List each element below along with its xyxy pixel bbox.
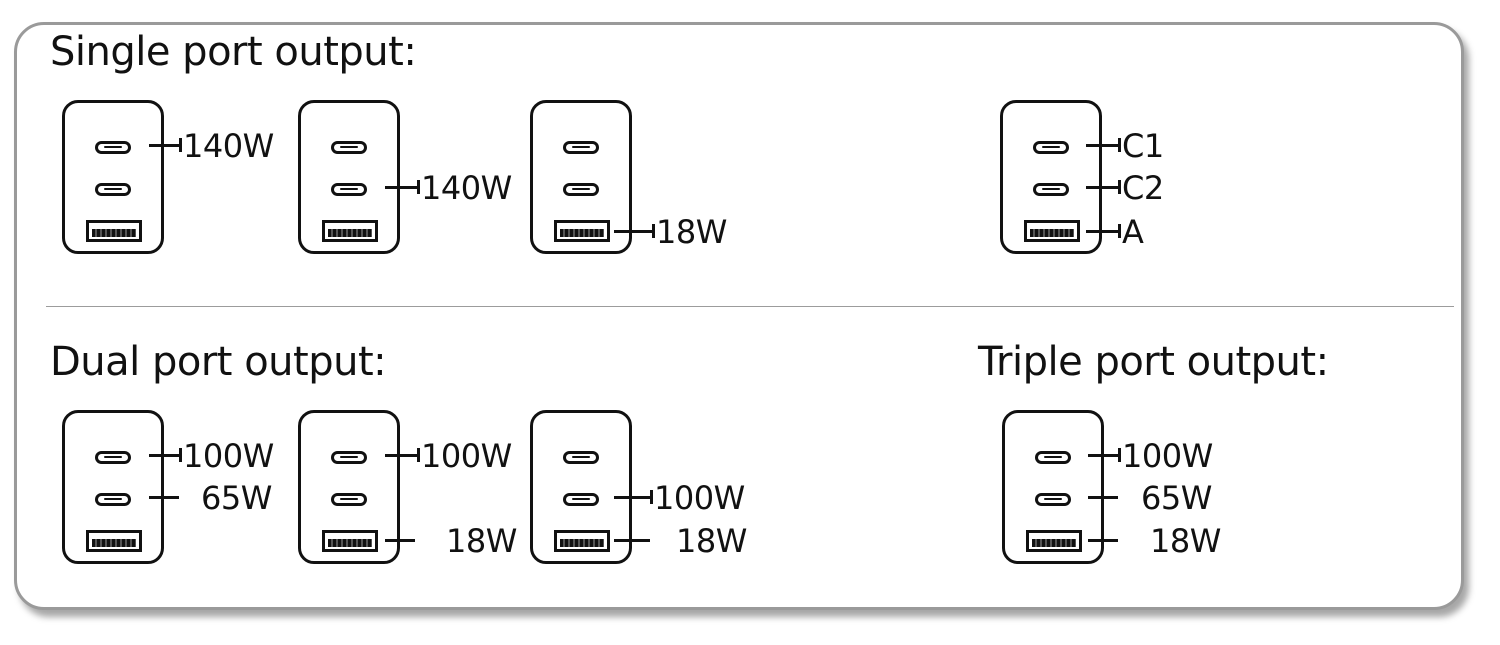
usb-c2-port-icon (95, 493, 131, 506)
triple-c1-wattage: 100W (1122, 437, 1213, 475)
usb-a-port-icon (86, 220, 142, 242)
dual1-c2-wattage: 65W (201, 479, 272, 517)
leader-tick (650, 490, 653, 504)
triple-c2-wattage: 65W (1141, 479, 1212, 517)
section-divider (46, 306, 1454, 307)
diagram-panel (14, 22, 1464, 610)
legend-a-label: A (1122, 213, 1144, 251)
usb-a-port-icon (322, 530, 378, 552)
usb-c2-port-icon (563, 183, 599, 196)
usb-a-port-icon (554, 220, 610, 242)
leader-tick (179, 138, 182, 152)
usb-c2-port-icon (563, 493, 599, 506)
leader-line (1086, 144, 1118, 147)
leader-line (1088, 496, 1118, 499)
usb-c1-port-icon (95, 451, 131, 464)
leader-tick (652, 224, 655, 238)
usb-a-port-icon (86, 530, 142, 552)
single-port-heading: Single port output: (50, 29, 417, 75)
usb-c2-port-icon (331, 493, 367, 506)
charger-dual-c1-a (298, 410, 400, 564)
single-a-wattage: 18W (656, 213, 727, 251)
charger-single-c2 (298, 100, 400, 254)
leader-line (1086, 186, 1118, 189)
leader-tick (417, 448, 420, 462)
usb-a-port-icon (322, 220, 378, 242)
leader-tick (417, 180, 420, 194)
charger-dual-c1-c2 (62, 410, 164, 564)
charger-dual-c2-a (530, 410, 632, 564)
leader-line (149, 144, 179, 147)
leader-line (385, 454, 417, 457)
leader-line (1086, 230, 1118, 233)
leader-line (149, 454, 179, 457)
single-c2-wattage: 140W (421, 169, 512, 207)
leader-line (614, 496, 650, 499)
dual3-a-wattage: 18W (676, 522, 747, 560)
usb-c2-port-icon (1033, 183, 1069, 196)
leader-line (149, 496, 179, 499)
leader-line (385, 539, 415, 542)
usb-c1-port-icon (95, 141, 131, 154)
usb-c2-port-icon (95, 183, 131, 196)
usb-c1-port-icon (563, 141, 599, 154)
usb-a-port-icon (1026, 530, 1082, 552)
dual2-c1-wattage: 100W (421, 437, 512, 475)
single-c1-wattage: 140W (183, 127, 274, 165)
dual1-c1-wattage: 100W (183, 437, 274, 475)
dual3-c2-wattage: 100W (654, 479, 745, 517)
usb-c1-port-icon (331, 451, 367, 464)
legend-c1-label: C1 (1122, 127, 1164, 165)
usb-c2-port-icon (1035, 493, 1071, 506)
charger-triple (1002, 410, 1104, 564)
usb-c2-port-icon (331, 183, 367, 196)
usb-c1-port-icon (1033, 141, 1069, 154)
usb-a-port-icon (554, 530, 610, 552)
dual-port-heading: Dual port output: (50, 339, 387, 385)
leader-tick (179, 448, 182, 462)
leader-line (1088, 454, 1118, 457)
leader-tick (1118, 448, 1121, 462)
leader-line (614, 539, 650, 542)
leader-tick (1118, 138, 1121, 152)
charger-single-c1 (62, 100, 164, 254)
charger-single-a (530, 100, 632, 254)
leader-tick (1118, 180, 1121, 194)
charger-port-legend (1000, 100, 1102, 254)
leader-line (385, 186, 417, 189)
usb-a-port-icon (1024, 220, 1080, 242)
triple-a-wattage: 18W (1150, 522, 1221, 560)
leader-tick (1118, 224, 1121, 238)
leader-line (614, 230, 652, 233)
legend-c2-label: C2 (1122, 169, 1164, 207)
dual2-a-wattage: 18W (446, 522, 517, 560)
usb-c1-port-icon (331, 141, 367, 154)
leader-line (1088, 539, 1118, 542)
usb-c1-port-icon (563, 451, 599, 464)
triple-port-heading: Triple port output: (978, 339, 1329, 385)
usb-c1-port-icon (1035, 451, 1071, 464)
